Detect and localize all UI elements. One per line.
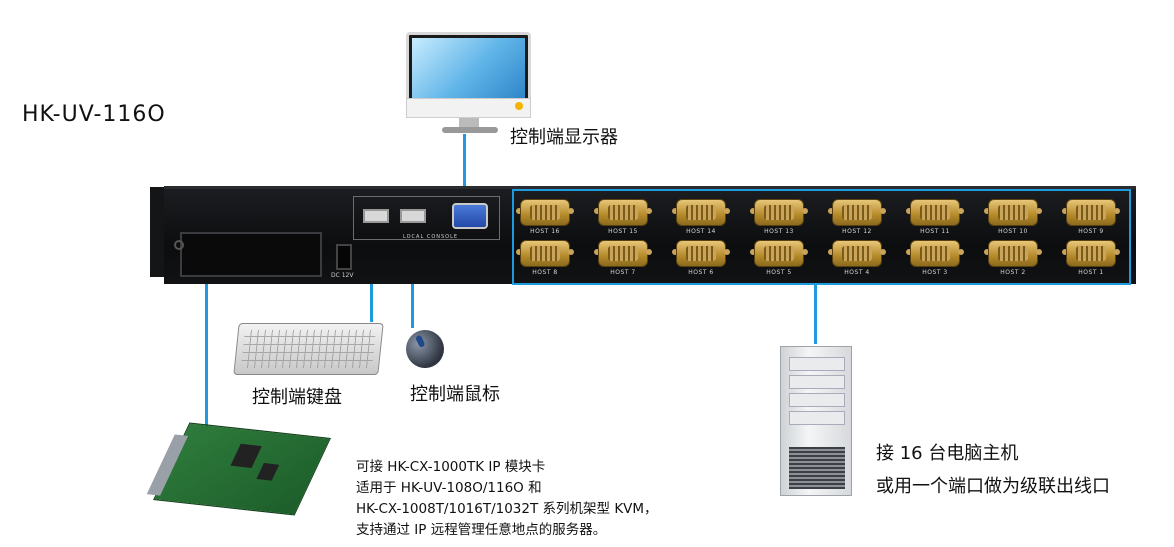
power-label: DC 12V: [331, 272, 354, 279]
port-label: HOST 6: [688, 269, 714, 276]
port-label: HOST 7: [610, 269, 636, 276]
port-label: HOST 5: [766, 269, 792, 276]
vga-host-port: HOST 5: [750, 240, 808, 280]
ip-module-card-icon: [146, 422, 331, 516]
vga-host-port: HOST 7: [594, 240, 652, 280]
console-label: LOCAL CONSOLE: [403, 234, 459, 240]
vga-host-port: HOST 9: [1062, 199, 1120, 239]
vga-host-port: HOST 15: [594, 199, 652, 239]
vga-host-port: HOST 8: [516, 240, 574, 280]
host-wire: [814, 284, 817, 344]
vga-host-port: HOST 11: [906, 199, 964, 239]
vga-host-port: HOST 14: [672, 199, 730, 239]
port-label: HOST 11: [920, 228, 950, 235]
ip-module-note: 可接 HK-CX-1000TK IP 模块卡 适用于 HK-UV-108O/11…: [356, 459, 658, 538]
rack-ear: [150, 187, 166, 277]
keyboard-label: 控制端键盘: [252, 387, 342, 408]
vga-host-port: HOST 2: [984, 240, 1042, 280]
kvm-chassis: [164, 186, 1136, 284]
port-label: HOST 9: [1078, 228, 1104, 235]
monitor-wire: [463, 134, 466, 198]
card-wire: [205, 282, 208, 442]
port-label: HOST 3: [922, 269, 948, 276]
port-label: HOST 1: [1078, 269, 1104, 276]
usb-keyboard-port: [363, 209, 389, 223]
port-label: HOST 12: [842, 228, 872, 235]
port-label: HOST 16: [530, 228, 560, 235]
mouse-label: 控制端鼠标: [410, 384, 500, 405]
port-label: HOST 14: [686, 228, 716, 235]
port-label: HOST 13: [764, 228, 794, 235]
host-ports-group: [512, 189, 1131, 285]
port-label: HOST 15: [608, 228, 638, 235]
product-title: HK-UV-116O: [22, 102, 166, 127]
power-jack: [336, 244, 352, 270]
vga-host-port: HOST 3: [906, 240, 964, 280]
hosts-label-line1: 接 16 台电脑主机: [876, 443, 1019, 464]
port-label: HOST 10: [998, 228, 1028, 235]
local-console-panel: [353, 196, 500, 240]
monitor-label: 控制端显示器: [510, 127, 618, 148]
port-label: HOST 8: [532, 269, 558, 276]
vga-host-port: HOST 13: [750, 199, 808, 239]
vga-host-port: HOST 10: [984, 199, 1042, 239]
mouse-icon: [399, 323, 451, 375]
vga-host-port: HOST 6: [672, 240, 730, 280]
vga-host-port: HOST 1: [1062, 240, 1120, 280]
keyboard-icon: [233, 323, 384, 375]
vga-host-port: HOST 4: [828, 240, 886, 280]
port-label: HOST 2: [1000, 269, 1026, 276]
host-pc-icon: [780, 346, 852, 496]
vga-console-port: [452, 203, 488, 229]
hosts-label-line2: 或用一个端口做为级联出线口: [876, 476, 1110, 497]
screw-icon: [174, 240, 184, 250]
vga-host-port: HOST 16: [516, 199, 574, 239]
expansion-slot: [180, 232, 322, 277]
port-label: HOST 4: [844, 269, 870, 276]
usb-mouse-port: [400, 209, 426, 223]
vga-host-port: HOST 12: [828, 199, 886, 239]
mouse-wire: [411, 244, 414, 328]
